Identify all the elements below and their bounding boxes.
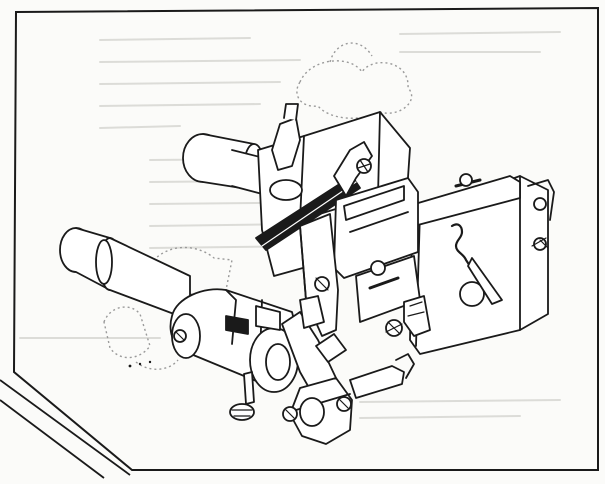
stipple-dots — [128, 360, 152, 368]
phantom-outline-left — [103, 246, 233, 370]
table-edge — [0, 379, 131, 479]
tension-spring — [450, 223, 472, 268]
lower-roller — [59, 227, 191, 321]
mechanism-parts — [59, 103, 555, 445]
panel-frame — [12, 6, 599, 471]
thumb-screw — [243, 371, 255, 405]
phantom-outline-top — [296, 42, 413, 119]
